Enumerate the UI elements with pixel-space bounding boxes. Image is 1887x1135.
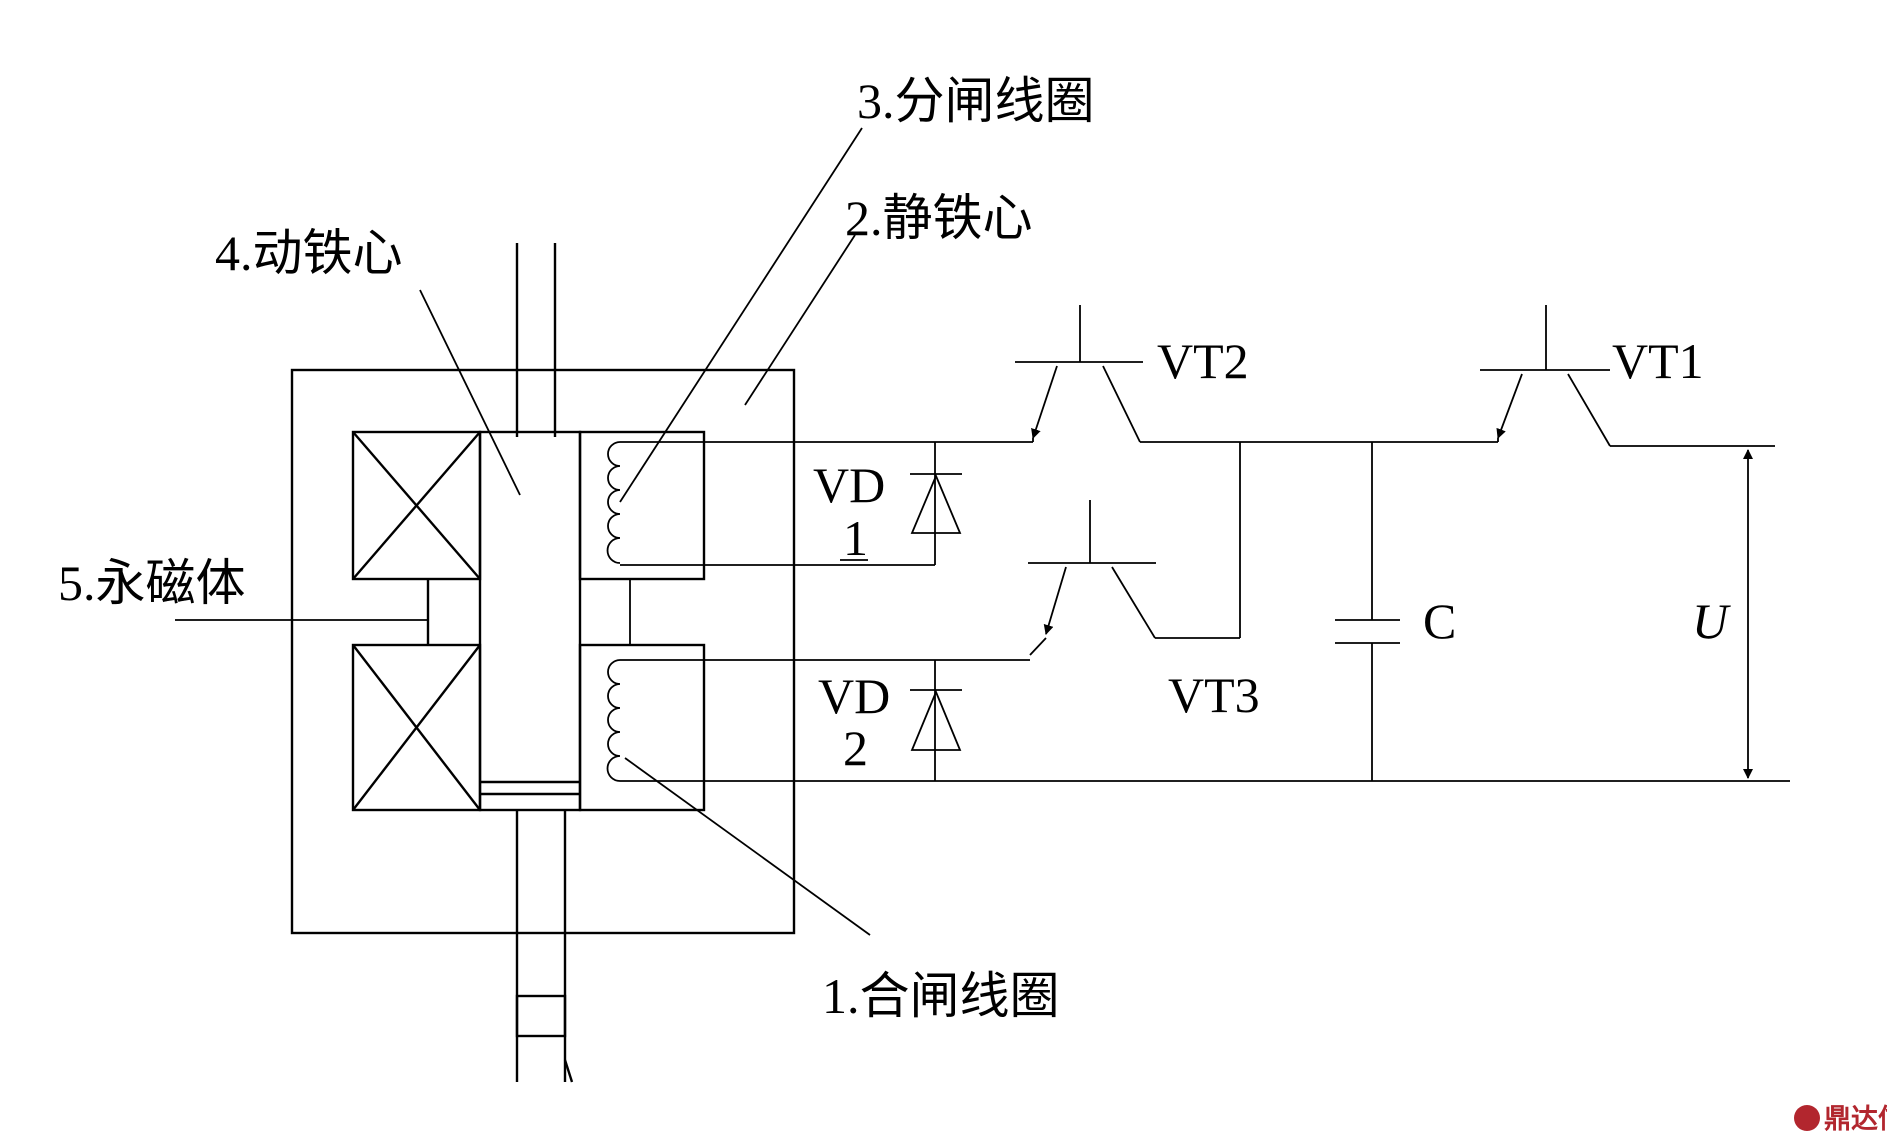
label-permanent-magnet: 5.永磁体 — [58, 555, 246, 611]
magnet-spacer — [426, 579, 631, 645]
label-static-core: 2.静铁心 — [845, 190, 1033, 246]
watermark: 鼎达信 — [1794, 1104, 1887, 1135]
label-opening-coil: 3.分闸线圈 — [857, 73, 1095, 129]
leader-lines — [175, 127, 871, 936]
label-vd1-bottom: 1 — [843, 510, 868, 566]
label-vt1: VT1 — [1612, 333, 1704, 389]
diode-vd1 — [910, 442, 962, 565]
permanent-magnet-upper — [351, 430, 482, 581]
moving-core — [478, 430, 582, 812]
label-vd1-top: VD — [813, 457, 885, 513]
watermark-text: 鼎达信 — [1824, 1104, 1887, 1135]
label-vt2: VT2 — [1157, 333, 1249, 389]
permanent-magnet-lower — [351, 643, 482, 812]
label-closing-coil: 1.合闸线圈 — [822, 968, 1060, 1024]
label-voltage: U — [1692, 593, 1731, 649]
label-vd2-top: VD — [818, 668, 890, 724]
label-vd2-bottom: 2 — [843, 720, 868, 776]
label-vt3: VT3 — [1168, 667, 1260, 723]
transistor-vt2 — [935, 305, 1143, 443]
closing-coil — [578, 643, 1790, 812]
diode-vd2 — [910, 660, 962, 781]
watermark-logo-icon — [1794, 1105, 1820, 1131]
label-capacitor: C — [1423, 593, 1456, 649]
label-moving-core: 4.动铁心 — [215, 225, 403, 281]
capacitor-c — [1335, 442, 1400, 781]
transistor-vt3 — [1028, 442, 1241, 656]
actuator-housing — [290, 368, 796, 935]
actuator-shaft — [515, 243, 574, 1083]
transistor-vt1 — [1480, 305, 1775, 447]
opening-coil — [578, 430, 935, 581]
